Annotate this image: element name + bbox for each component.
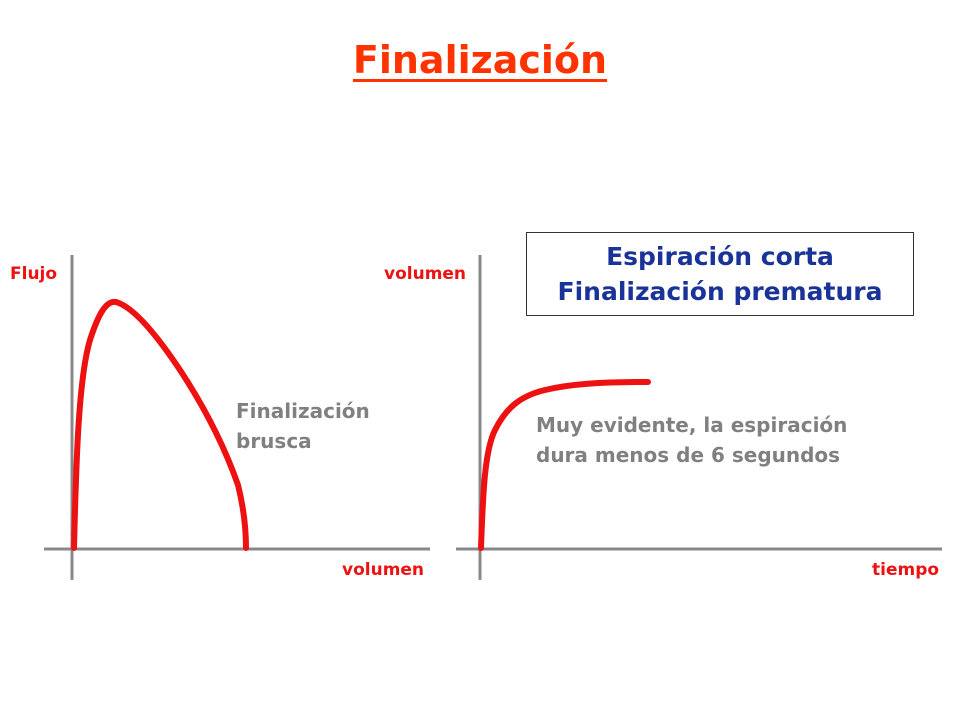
right-note-line-2: dura menos de 6 segundos bbox=[536, 443, 841, 467]
volume-time-curve bbox=[478, 379, 651, 551]
right-x-axis-label: tiempo bbox=[872, 560, 940, 580]
right-note-line-1: Muy evidente, la espiración bbox=[536, 413, 848, 437]
left-x-axis-label: volumen bbox=[342, 560, 425, 580]
callout-line-2: Finalización prematura bbox=[557, 277, 883, 306]
left-note-line-2: brusca bbox=[236, 429, 312, 453]
left-note: Finalización brusca bbox=[236, 396, 370, 456]
flow-volume-curve bbox=[71, 298, 249, 551]
page-title: Finalización bbox=[352, 38, 608, 82]
right-y-axis-label: volumen bbox=[384, 264, 467, 284]
callout-line-1: Espiración corta bbox=[606, 242, 834, 271]
left-y-axis-label: Flujo bbox=[10, 264, 58, 284]
callout-box: Espiración corta Finalización prematura bbox=[526, 232, 914, 316]
left-note-line-1: Finalización bbox=[236, 399, 370, 423]
right-note: Muy evidente, la espiración dura menos d… bbox=[536, 410, 847, 470]
